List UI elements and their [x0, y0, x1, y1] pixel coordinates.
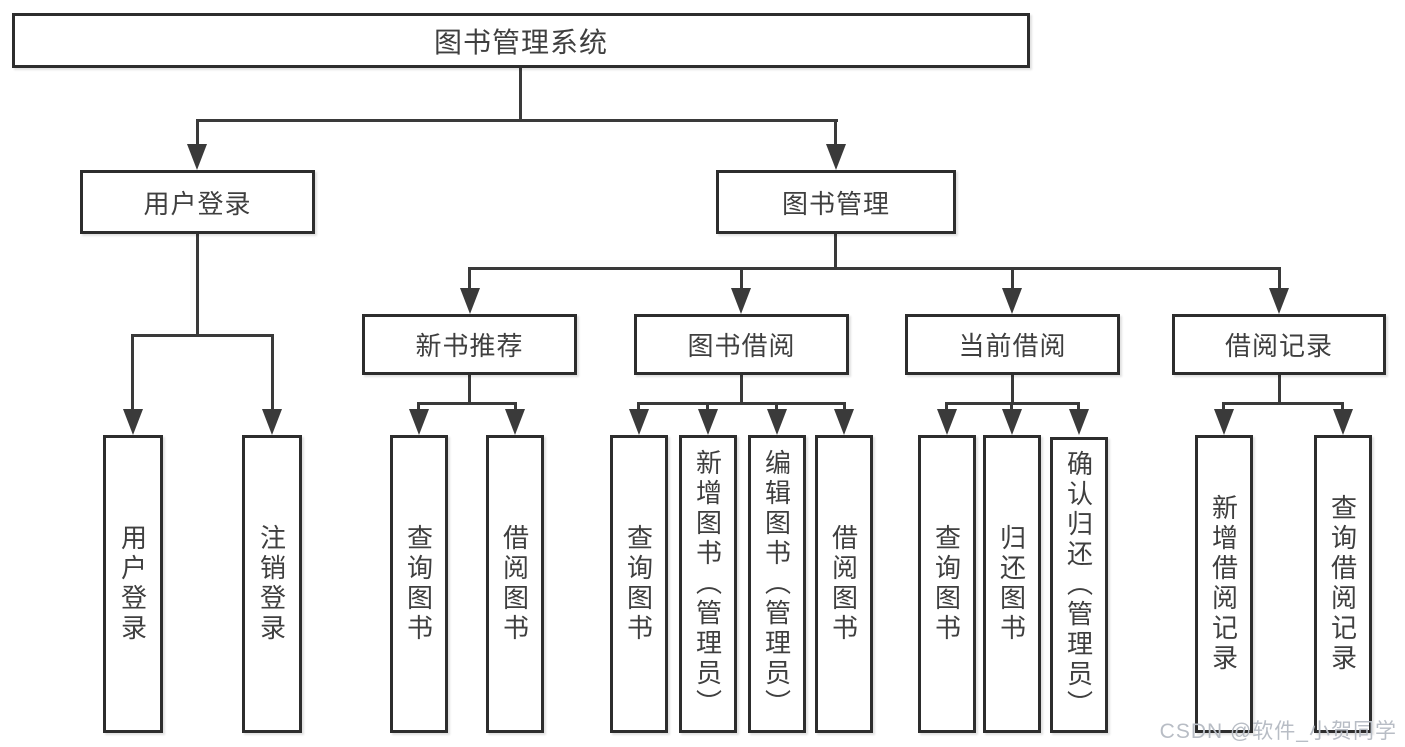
connector-line	[740, 267, 743, 292]
connector-line	[1222, 402, 1225, 414]
node-borrow-records: 借阅记录	[1172, 314, 1386, 375]
connector-line	[834, 119, 837, 150]
arrow-head	[1002, 288, 1022, 314]
leaf-cb-query-books-label: 查询图书	[931, 524, 962, 644]
leaf-br-add-record: 新增借阅记录	[1195, 435, 1253, 733]
leaf-nbr-borrow-books: 借阅图书	[486, 435, 544, 733]
arrow-head	[826, 144, 846, 170]
connector-line	[417, 402, 420, 414]
connector-line	[196, 233, 199, 337]
arrow-head	[1333, 409, 1353, 435]
leaf-logout: 注销登录	[242, 435, 302, 733]
arrow-head	[262, 409, 282, 435]
node-new-book-recommend-label: 新书推荐	[415, 331, 524, 361]
leaf-cb-confirm-return-admin: 确认归还（管理员）	[1050, 437, 1108, 733]
connector-line	[271, 334, 274, 414]
leaf-user-login: 用户登录	[103, 435, 163, 733]
connector-line	[514, 402, 517, 414]
node-book-borrow: 图书借阅	[634, 314, 849, 375]
arrow-head	[187, 144, 207, 170]
connector-line	[637, 402, 640, 414]
connector-line	[468, 375, 471, 405]
arrow-head	[698, 409, 718, 435]
leaf-bb-borrow-books-label: 借阅图书	[828, 524, 859, 644]
arrow-head	[1069, 409, 1089, 435]
node-book-management-label: 图书管理	[781, 188, 890, 219]
node-book-borrow-label: 图书借阅	[687, 331, 796, 361]
arrow-head	[834, 409, 854, 435]
connector-line	[1010, 402, 1013, 414]
node-current-borrow: 当前借阅	[905, 314, 1120, 375]
leaf-br-query-record: 查询借阅记录	[1314, 435, 1372, 733]
leaf-user-login-label: 用户登录	[117, 524, 148, 644]
leaf-cb-confirm-return-admin-label: 确认归还（管理员）	[1063, 450, 1094, 720]
connector-line	[1011, 375, 1014, 405]
leaf-bb-edit-books-admin: 编辑图书（管理员）	[748, 435, 806, 733]
connector-line	[637, 402, 846, 405]
leaf-br-add-record-label: 新增借阅记录	[1208, 494, 1239, 674]
node-user-login: 用户登录	[80, 170, 315, 234]
node-current-borrow-label: 当前借阅	[958, 331, 1067, 361]
connector-line	[417, 402, 517, 405]
node-new-book-recommend: 新书推荐	[362, 314, 577, 375]
leaf-bb-borrow-books: 借阅图书	[815, 435, 873, 733]
node-borrow-records-label: 借阅记录	[1224, 331, 1333, 361]
leaf-cb-return-books: 归还图书	[983, 435, 1041, 733]
node-user-login-label: 用户登录	[143, 188, 252, 219]
connector-line	[131, 334, 134, 414]
connector-line	[1278, 375, 1281, 405]
connector-line	[1077, 402, 1080, 414]
arrow-head	[937, 409, 957, 435]
leaf-nbr-query-books-label: 查询图书	[403, 524, 434, 644]
arrow-head	[629, 409, 649, 435]
leaf-bb-add-books-admin-label: 新增图书（管理员）	[692, 449, 723, 719]
connector-line	[1011, 267, 1014, 292]
connector-line	[843, 402, 846, 414]
leaf-cb-return-books-label: 归还图书	[996, 524, 1027, 644]
connector-line	[1341, 402, 1344, 414]
leaf-logout-label: 注销登录	[256, 524, 287, 644]
connector-line	[1222, 402, 1344, 405]
arrow-head	[123, 409, 143, 435]
leaf-nbr-borrow-books-label: 借阅图书	[499, 524, 530, 644]
connector-line	[945, 402, 948, 414]
arrow-head	[505, 409, 525, 435]
leaf-bb-query-books-label: 查询图书	[623, 524, 654, 644]
node-root: 图书管理系统	[12, 13, 1030, 68]
connector-line	[196, 119, 199, 150]
leaf-bb-add-books-admin: 新增图书（管理员）	[679, 435, 737, 733]
arrow-head	[460, 288, 480, 314]
connector-line	[519, 68, 522, 121]
leaf-nbr-query-books: 查询图书	[390, 435, 448, 733]
connector-line	[1278, 267, 1281, 292]
leaf-bb-edit-books-admin-label: 编辑图书（管理员）	[761, 449, 792, 719]
node-book-management: 图书管理	[716, 170, 956, 234]
csdn-watermark: CSDN @软件_小贺同学	[1159, 720, 1397, 743]
leaf-bb-query-books: 查询图书	[610, 435, 668, 733]
connector-line	[706, 402, 709, 414]
connector-line	[468, 267, 471, 292]
leaf-br-query-record-label: 查询借阅记录	[1327, 494, 1358, 674]
arrow-head	[1269, 288, 1289, 314]
connector-line	[131, 334, 274, 337]
arrow-head	[731, 288, 751, 314]
arrow-head	[1002, 409, 1022, 435]
connector-line	[740, 375, 743, 405]
node-root-label: 图书管理系统	[433, 26, 608, 58]
connector-line	[834, 233, 837, 270]
connector-line	[196, 119, 838, 122]
connector-line	[468, 267, 1281, 270]
arrow-head	[767, 409, 787, 435]
arrow-head	[1214, 409, 1234, 435]
arrow-head	[409, 409, 429, 435]
connector-line	[775, 402, 778, 414]
leaf-cb-query-books: 查询图书	[918, 435, 976, 733]
